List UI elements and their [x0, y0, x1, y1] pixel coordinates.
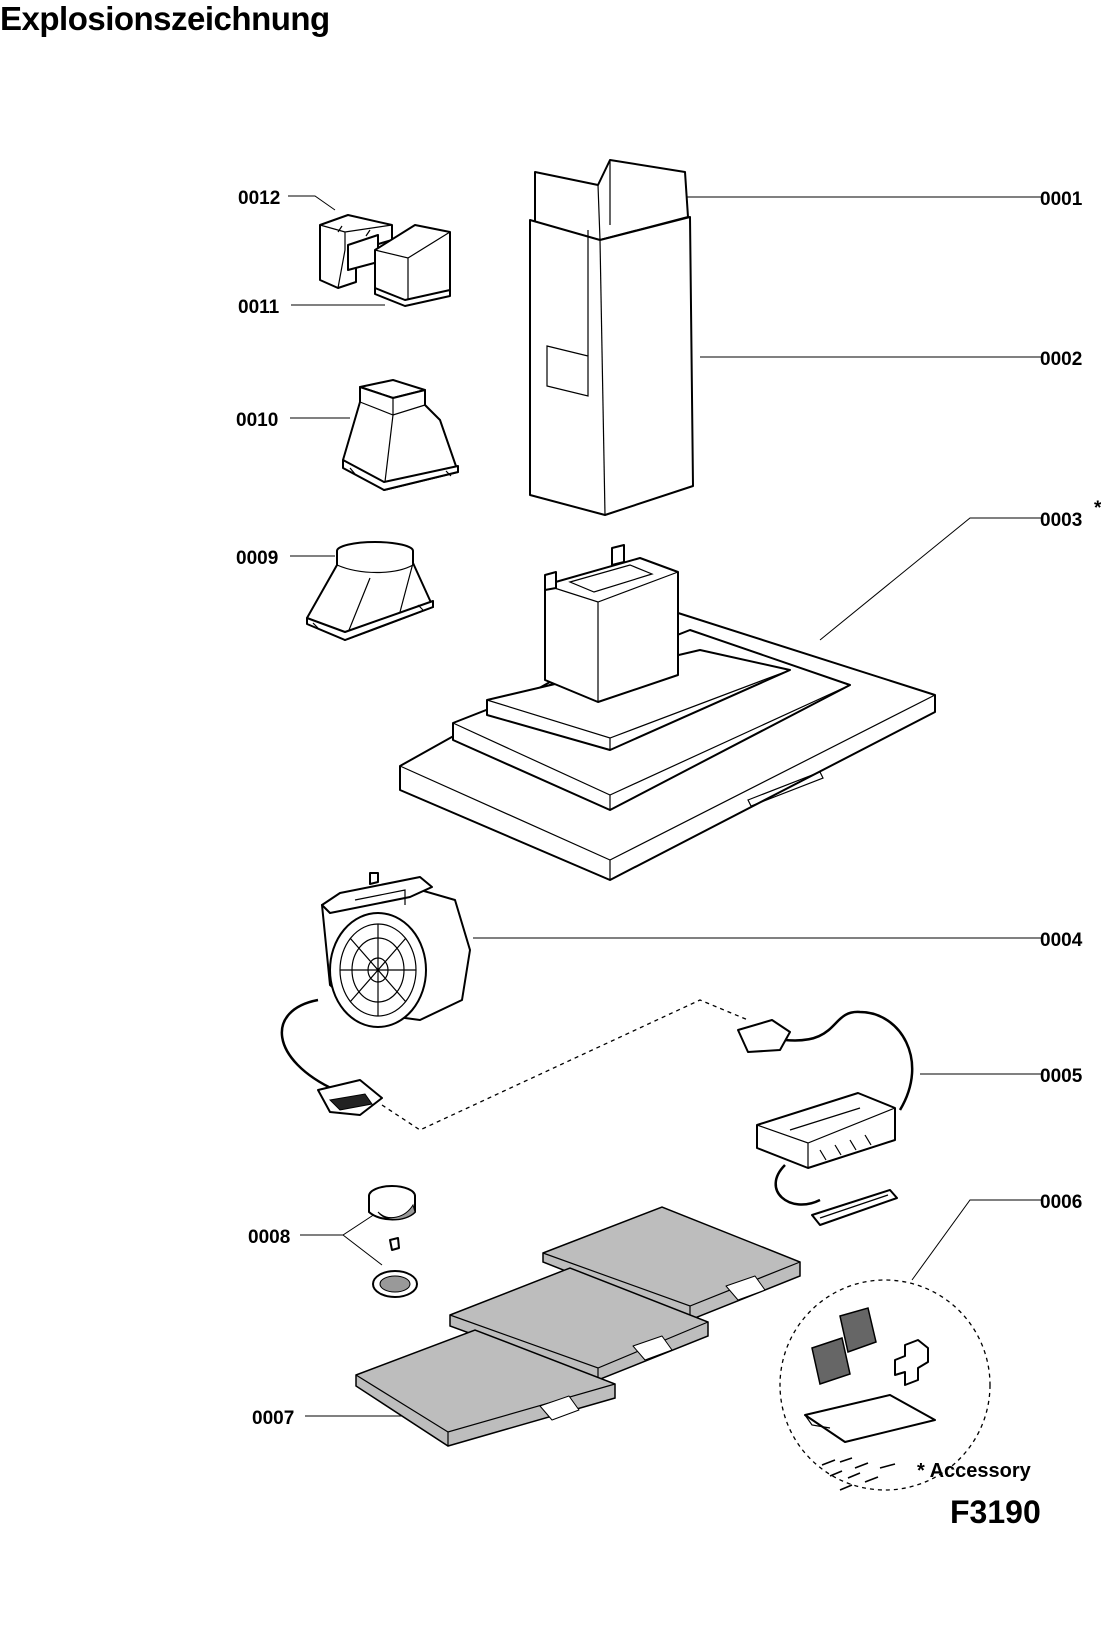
part-label-0011: 0011: [238, 297, 280, 318]
square-duct-adapter: [342, 379, 459, 491]
part-label-0004: 0004: [1040, 930, 1083, 951]
drawing-code: F3190: [950, 1494, 1041, 1530]
control-unit: [737, 1010, 914, 1226]
elbow-bend-parts: [319, 214, 451, 307]
accessory-kit: [779, 1279, 991, 1491]
part-label-0010: 0010: [236, 410, 278, 431]
chimney-lower-part: [529, 216, 694, 516]
part-label-0012: 0012: [238, 188, 280, 209]
part-label-0001: 0001: [1040, 189, 1083, 210]
part-label-0003: 0003: [1040, 510, 1082, 531]
leader-lines: [288, 195, 1041, 1417]
part-label-0003-marker: *: [1094, 498, 1101, 519]
part-label-0006: 0006: [1040, 1192, 1082, 1213]
leader-0012: [288, 195, 336, 211]
part-label-0002: 0002: [1040, 349, 1082, 370]
leader-0008: [300, 1211, 383, 1266]
round-duct-adapter: [306, 541, 434, 641]
part-labels: 0001 0002 0003 * 0004 0005 0006 0007 000…: [236, 188, 1101, 1429]
part-label-0005: 0005: [1040, 1066, 1083, 1087]
leader-0003: [819, 517, 1041, 641]
hood-body: [399, 544, 936, 881]
page-title: Explosionszeichnung: [0, 0, 330, 37]
leader-0006: [911, 1199, 1041, 1281]
fan-motor: [280, 872, 471, 1116]
grease-filters: [355, 1206, 801, 1447]
cable-connection-dashed: [381, 999, 749, 1131]
part-label-0008: 0008: [248, 1227, 290, 1248]
lamp-assembly: [368, 1185, 418, 1298]
part-label-0007: 0007: [252, 1408, 294, 1429]
part-label-0009: 0009: [236, 548, 278, 569]
accessory-note: * Accessory: [917, 1460, 1031, 1482]
